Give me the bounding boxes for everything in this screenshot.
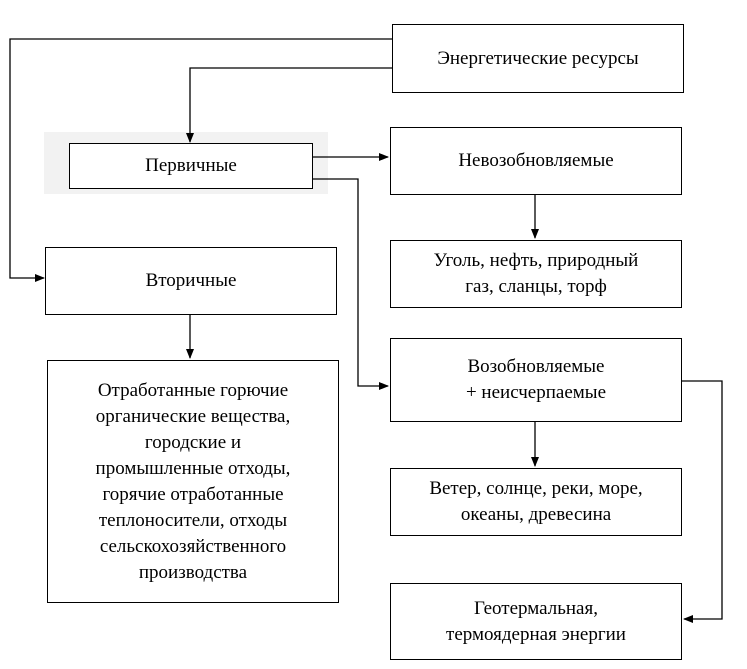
node-renewable: Возобновляемые + неисчерпаемые — [390, 338, 682, 422]
node-secondary: Вторичные — [45, 247, 337, 315]
node-energy-resources: Энергетические ресурсы — [392, 24, 684, 93]
node-secondary-sources: Отработанные горючие органические вещест… — [47, 360, 339, 603]
node-renewable-sources: Ветер, солнце, реки, море, океаны, древе… — [390, 468, 682, 536]
connector-renewable-geothermal — [682, 380, 723, 623]
connector-resources-primary — [186, 67, 392, 143]
node-fossil-fuels: Уголь, нефть, природный газ, сланцы, тор… — [390, 240, 682, 308]
node-primary: Первичные — [69, 143, 313, 189]
node-nonrenewable: Невозобновляемые — [390, 127, 682, 195]
connector-resources-secondary — [9, 38, 392, 282]
connector-primary-renewable — [312, 178, 389, 390]
node-geothermal: Геотермальная, термоядерная энергии — [390, 583, 682, 660]
